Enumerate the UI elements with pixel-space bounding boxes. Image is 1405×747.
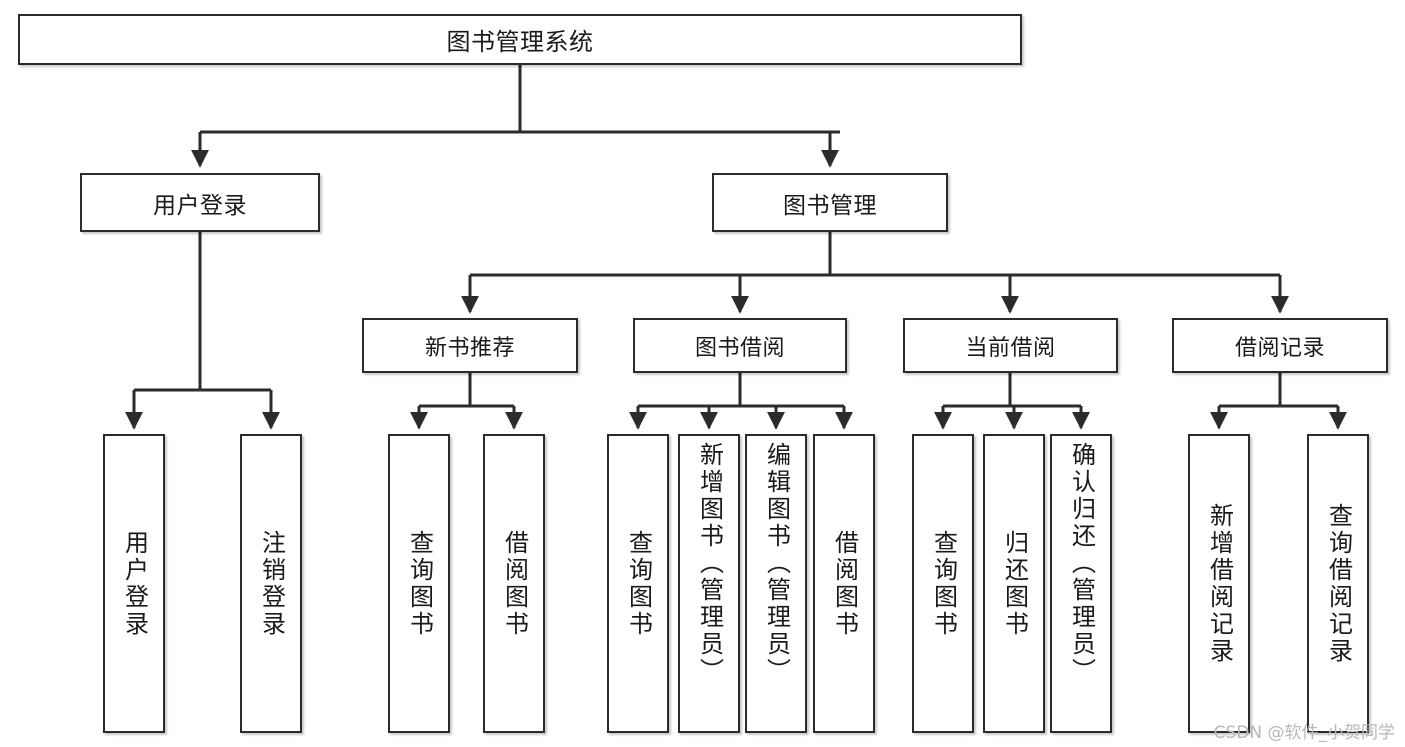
node-label-leaf-add-record: 新增借阅记录 bbox=[1205, 502, 1234, 665]
node-label-new-book-recommend: 新书推荐 bbox=[424, 335, 515, 361]
node-current-borrow[interactable]: 当前借阅 bbox=[903, 318, 1118, 373]
node-leaf-edit-book[interactable]: 编辑图书（管理员） bbox=[745, 434, 807, 733]
node-label-leaf-borrow-book-2: 借阅图书 bbox=[830, 529, 859, 638]
node-leaf-user-login[interactable]: 用户登录 bbox=[103, 434, 165, 733]
node-label-leaf-query-book-2: 查询图书 bbox=[624, 529, 653, 638]
node-label-user-login: 用户登录 bbox=[153, 192, 247, 219]
node-leaf-add-record[interactable]: 新增借阅记录 bbox=[1188, 434, 1250, 733]
node-book-manage[interactable]: 图书管理 bbox=[712, 173, 948, 232]
node-label-leaf-borrow-book-1: 借阅图书 bbox=[500, 529, 529, 638]
watermark-text: CSDN @软件_小贺同学 bbox=[1213, 723, 1395, 743]
node-label-leaf-query-book-3: 查询图书 bbox=[929, 529, 958, 638]
node-leaf-borrow-book-1[interactable]: 借阅图书 bbox=[483, 434, 545, 733]
node-label-book-borrow: 图书借阅 bbox=[694, 335, 785, 361]
node-leaf-query-record[interactable]: 查询借阅记录 bbox=[1307, 434, 1369, 733]
node-user-login[interactable]: 用户登录 bbox=[80, 173, 320, 232]
node-leaf-query-book-3[interactable]: 查询图书 bbox=[912, 434, 974, 733]
node-leaf-logout[interactable]: 注销登录 bbox=[240, 434, 302, 733]
node-label-leaf-query-book-1: 查询图书 bbox=[405, 529, 434, 638]
node-leaf-query-book-1[interactable]: 查询图书 bbox=[388, 434, 450, 733]
node-label-current-borrow: 当前借阅 bbox=[965, 335, 1056, 361]
node-new-book-recommend[interactable]: 新书推荐 bbox=[362, 318, 578, 373]
node-leaf-confirm-return[interactable]: 确认归还（管理员） bbox=[1050, 434, 1112, 733]
node-leaf-return-book[interactable]: 归还图书 bbox=[983, 434, 1045, 733]
node-label-borrow-record: 借阅记录 bbox=[1234, 335, 1325, 361]
node-label-leaf-user-login: 用户登录 bbox=[120, 529, 149, 638]
node-leaf-borrow-book-2[interactable]: 借阅图书 bbox=[813, 434, 875, 733]
node-leaf-query-book-2[interactable]: 查询图书 bbox=[607, 434, 669, 733]
node-label-leaf-confirm-return: 确认归还（管理员） bbox=[1067, 442, 1096, 685]
node-label-leaf-logout: 注销登录 bbox=[257, 529, 286, 638]
node-root-system[interactable]: 图书管理系统 bbox=[18, 14, 1022, 65]
node-label-leaf-edit-book: 编辑图书（管理员） bbox=[762, 442, 791, 685]
node-label-root-system: 图书管理系统 bbox=[446, 28, 594, 56]
node-borrow-record[interactable]: 借阅记录 bbox=[1172, 318, 1388, 373]
node-label-book-manage: 图书管理 bbox=[783, 192, 877, 219]
node-leaf-add-book[interactable]: 新增图书（管理员） bbox=[678, 434, 740, 733]
node-book-borrow[interactable]: 图书借阅 bbox=[633, 318, 847, 373]
node-label-leaf-query-record: 查询借阅记录 bbox=[1324, 502, 1353, 665]
node-label-leaf-add-book: 新增图书（管理员） bbox=[695, 442, 724, 685]
node-label-leaf-return-book: 归还图书 bbox=[1000, 529, 1029, 638]
